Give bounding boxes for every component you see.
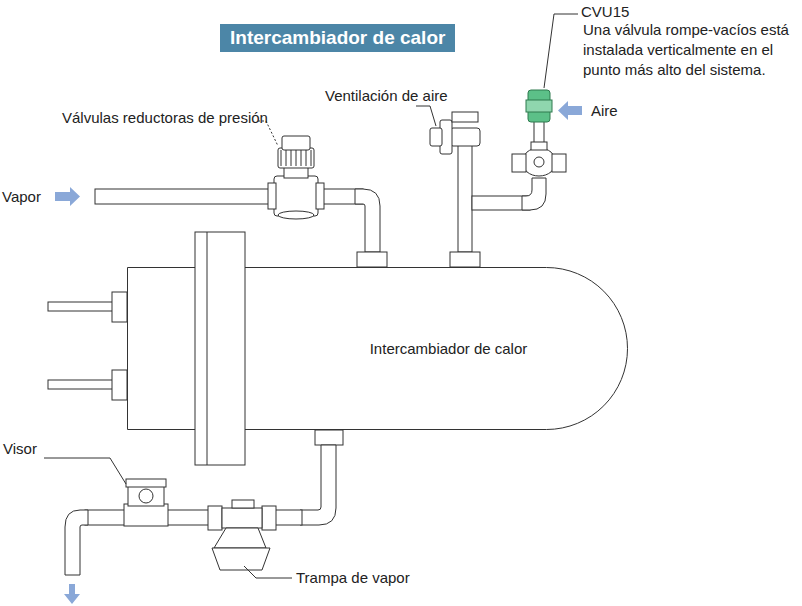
flow-label: Aire xyxy=(591,101,618,121)
title-band: Intercambiador de calor xyxy=(220,24,455,52)
node-label: Intercambiador de calor xyxy=(370,340,528,357)
heat-exchanger: Intercambiador de calor xyxy=(127,267,628,430)
part-name: Visor xyxy=(3,439,37,459)
part-name: Trampa de vapor xyxy=(296,568,410,588)
callout-number: CVU15 xyxy=(581,2,629,22)
flow-label: Vapor xyxy=(2,187,41,207)
note-text: Una válvula rompe-vacíos está instalada … xyxy=(583,20,798,80)
part-name: Válvulas reductoras de presión xyxy=(62,108,268,128)
part-name: Ventilación de aire xyxy=(325,86,448,106)
